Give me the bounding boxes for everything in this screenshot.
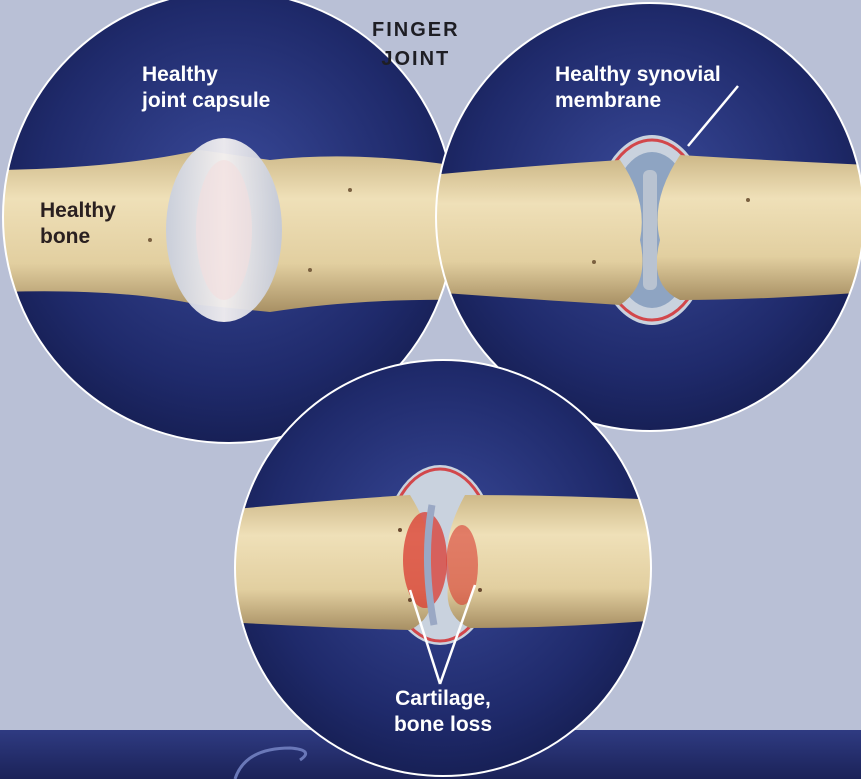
healthy-bone-label: Healthy bone (40, 198, 116, 250)
title-line-2: JOINT (372, 45, 460, 74)
healthy-synovial-line-2: membrane (555, 88, 721, 114)
cartilage-bone-loss-label: Cartilage, bone loss (373, 686, 513, 738)
healthy-joint-capsule-label: Healthy joint capsule (142, 62, 270, 114)
cartilage-line-2: bone loss (373, 712, 513, 738)
healthy-bone-line-2: bone (40, 224, 116, 250)
healthy-joint-capsule-line-2: joint capsule (142, 88, 270, 114)
title-line-1: FINGER (372, 16, 460, 45)
healthy-synovial-line-1: Healthy synovial (555, 62, 721, 88)
cartilage-line-1: Cartilage, (373, 686, 513, 712)
finger-joint-title: FINGER JOINT (372, 16, 460, 74)
healthy-joint-capsule-line-1: Healthy (142, 62, 270, 88)
healthy-synovial-membrane-label: Healthy synovial membrane (555, 62, 721, 114)
healthy-bone-line-1: Healthy (40, 198, 116, 224)
